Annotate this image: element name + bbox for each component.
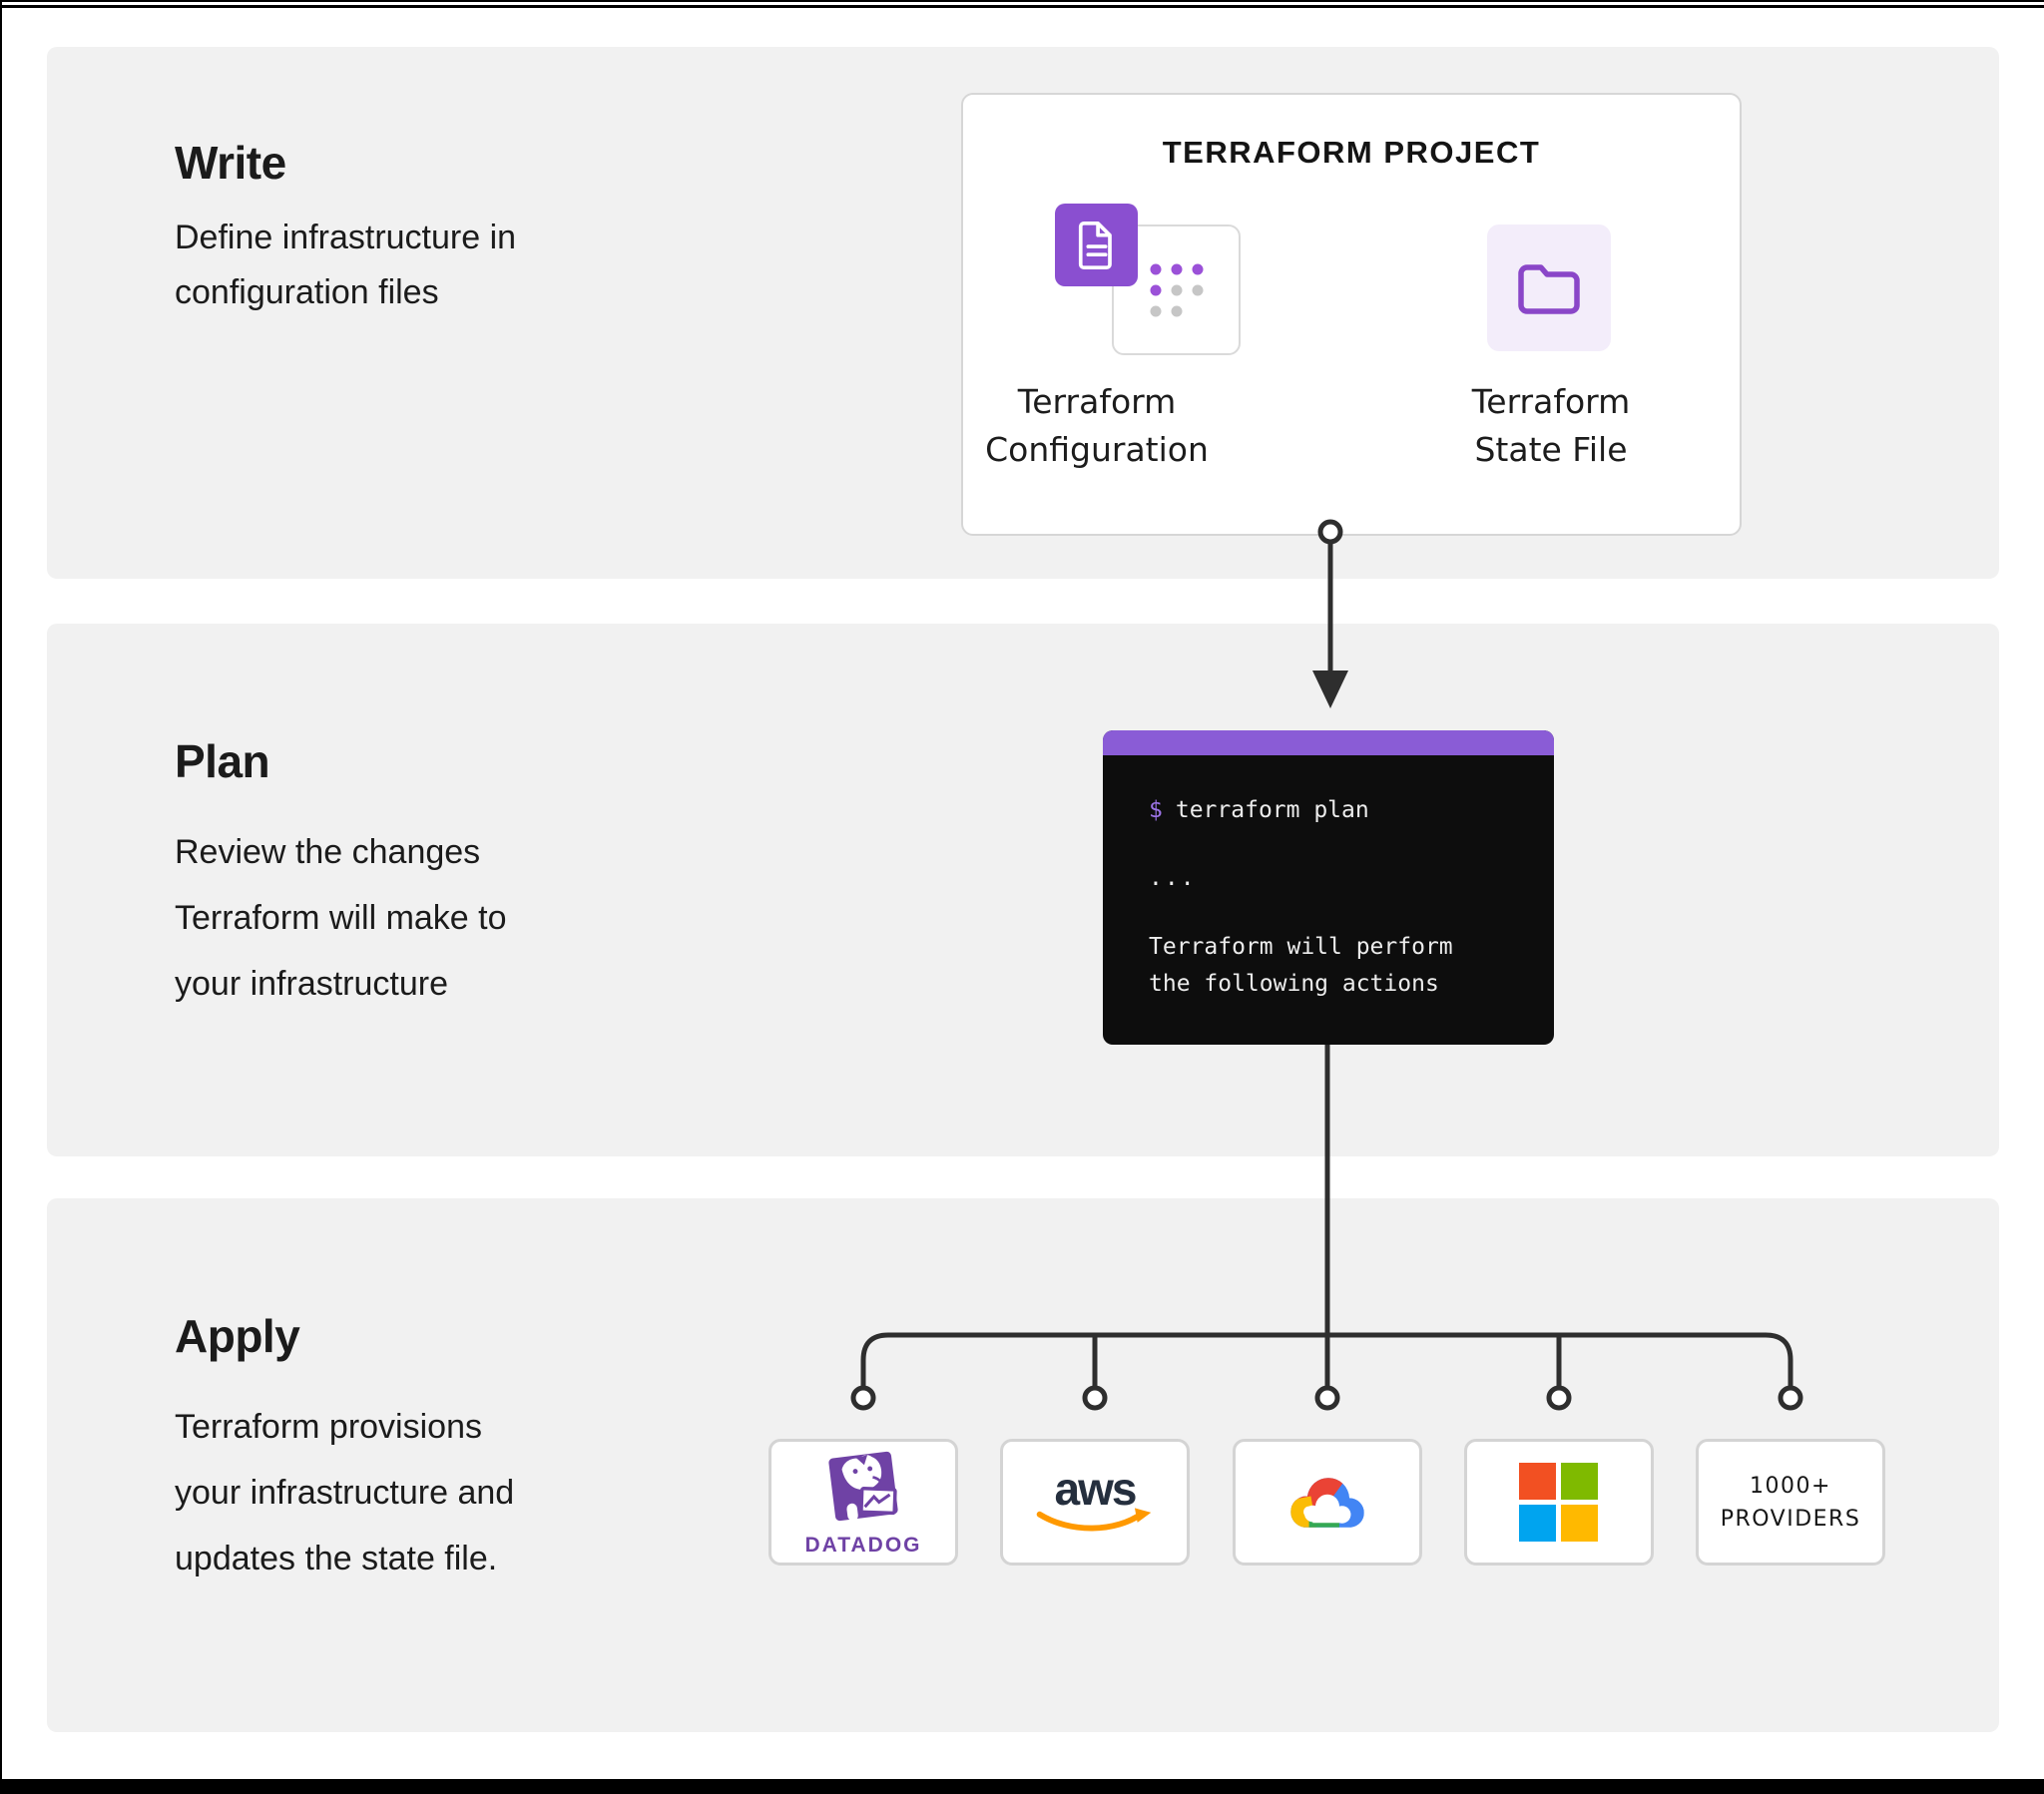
document-glyph [1078, 221, 1112, 269]
dots-grid-icon [1150, 263, 1203, 316]
write-description: Define infrastructure in configuration f… [175, 219, 517, 311]
frame-left-line [0, 0, 2, 1794]
aws-logo-text: aws [1054, 1462, 1138, 1515]
project-card-title: TERRAFORM PROJECT [1162, 135, 1541, 170]
terminal-body: $ terraform plan ... Terraform will perfo… [1103, 755, 1554, 1003]
terminal-ellipsis: ... [1149, 865, 1197, 891]
terminal-titlebar [1103, 730, 1554, 755]
terminal-prompt: $ [1149, 797, 1163, 823]
terminal-command-line: $ terraform plan [1149, 797, 1554, 823]
terraform-state-file-label: Terraform State File [1471, 382, 1631, 469]
folder-icon [1487, 224, 1611, 351]
provider-tile-more-providers: 1000+ PROVIDERS [1696, 1439, 1885, 1566]
microsoft-icon [1519, 1462, 1598, 1542]
terminal-window: $ terraform plan ... Terraform will perfo… [1103, 730, 1554, 1045]
write-section: Write Define infrastructure in configura… [47, 47, 1999, 579]
provider-tile-microsoft [1464, 1439, 1654, 1566]
plan-section: Plan Review the changes Terraform will m… [47, 624, 1999, 1156]
apply-description: Terraform provisions your infrastructure… [175, 1408, 515, 1577]
plan-description: Review the changes Terraform will make t… [175, 833, 507, 1003]
provider-tile-aws: aws [1000, 1439, 1190, 1566]
write-title: Write [175, 137, 286, 189]
plan-title: Plan [175, 735, 270, 787]
terminal-output: Terraform will perform the following act… [1149, 934, 1453, 997]
apply-section: Apply Terraform provisions your infrastr… [47, 1198, 1999, 1732]
frame-top-line [0, 0, 2044, 2]
terraform-project-card: TERRAFORM PROJECT Terraform Configuratio… [961, 93, 1742, 536]
frame-bottom-bar [0, 1779, 2044, 1794]
apply-title: Apply [175, 1310, 300, 1362]
aws-icon [1036, 1507, 1152, 1531]
terminal-command: terraform plan [1175, 797, 1369, 823]
more-providers-label: 1000+ PROVIDERS [1720, 1473, 1861, 1532]
frame-top-line-2 [0, 5, 2044, 8]
provider-tile-google-cloud [1233, 1439, 1422, 1566]
google-cloud-icon [1290, 1477, 1364, 1528]
terraform-configuration-label: Terraform Configuration [985, 382, 1209, 469]
folder-glyph [1518, 263, 1580, 314]
datadog-label: DATADOG [804, 1533, 922, 1557]
document-icon [1055, 204, 1138, 286]
provider-tile-datadog: DATADOG [768, 1439, 958, 1566]
datadog-icon [828, 1451, 898, 1521]
